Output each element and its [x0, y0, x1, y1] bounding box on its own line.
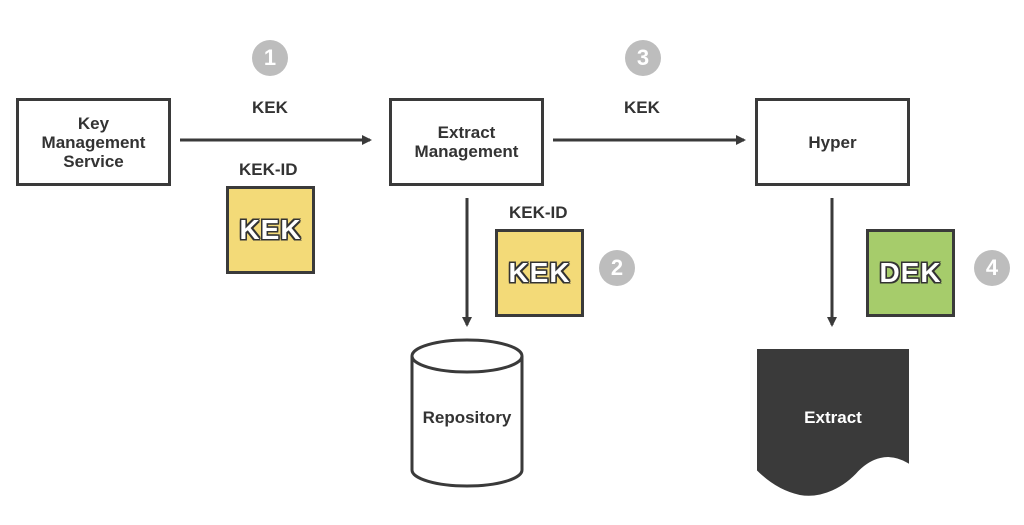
key-management-service-label: Key Management Service	[41, 113, 146, 171]
dek-tile-right: DEK	[866, 229, 955, 317]
hyper-label: Hyper	[808, 132, 857, 152]
kek-id-label-middle: KEK-ID	[509, 203, 568, 222]
extract-label: Extract	[804, 408, 862, 427]
kek-arrow-label-left: KEK	[252, 98, 288, 117]
extract-management-label: Extract Management	[414, 123, 519, 161]
kek-arrow-label-right: KEK	[624, 98, 660, 117]
hyper-box: Hyper	[755, 98, 910, 186]
kek-tile-left: KEK	[226, 186, 315, 274]
key-management-service-box: Key Management Service	[16, 98, 171, 186]
repository-label: Repository	[422, 408, 512, 427]
step-badge-3: 3	[625, 40, 661, 76]
step-badge-4: 4	[974, 250, 1010, 286]
kek-id-label-left: KEK-ID	[239, 160, 298, 179]
kek-tile-middle: KEK	[495, 229, 584, 317]
extract-document-shape	[757, 349, 909, 496]
step-badge-1: 1	[252, 40, 288, 76]
extract-management-box: Extract Management	[389, 98, 544, 186]
step-badge-2: 2	[599, 250, 635, 286]
repository-cylinder	[410, 338, 524, 488]
